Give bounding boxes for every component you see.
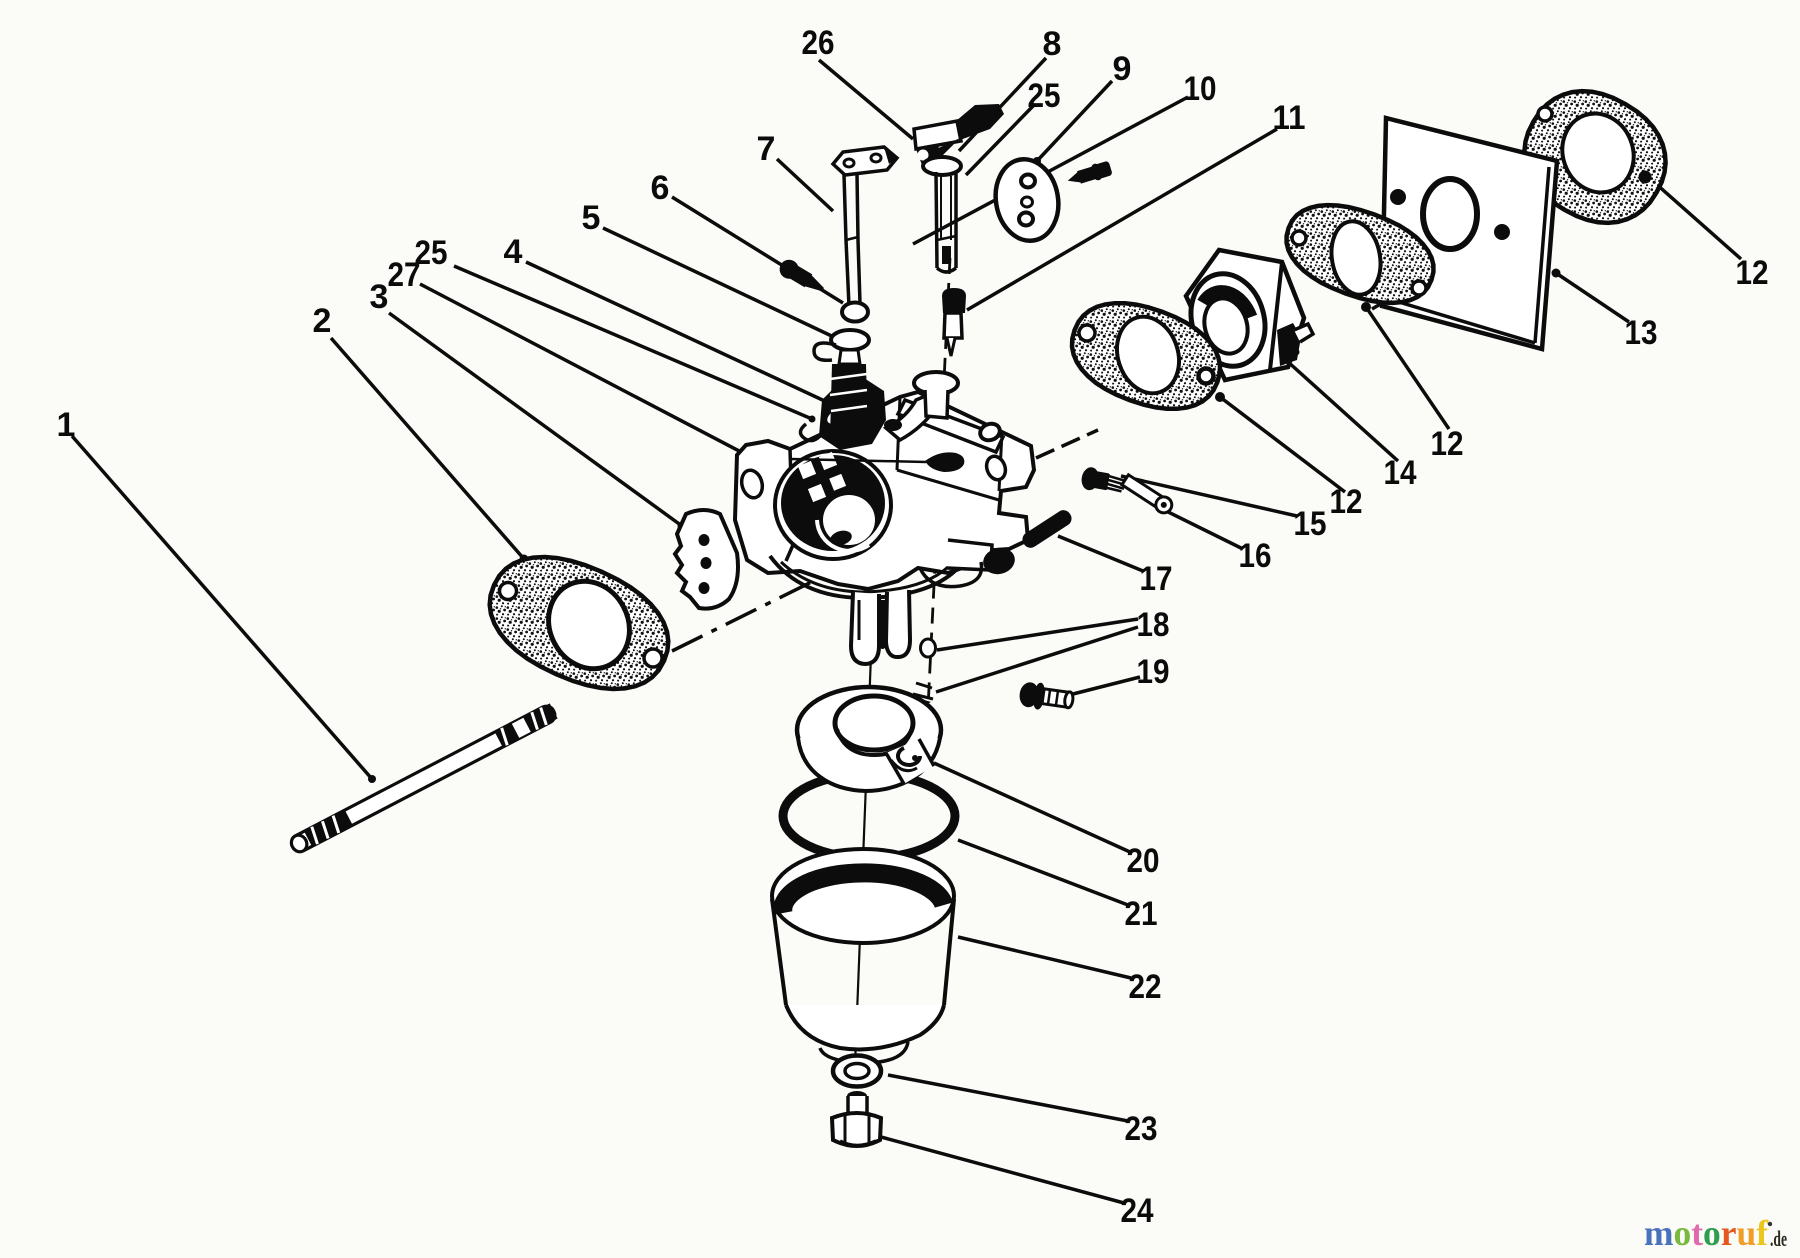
- svg-text:19: 19: [1137, 653, 1170, 691]
- svg-text:25: 25: [415, 234, 448, 272]
- svg-text:21: 21: [1125, 895, 1158, 933]
- svg-text:motoruf: motoruf: [1644, 1213, 1769, 1253]
- svg-text:1: 1: [57, 406, 76, 444]
- svg-text:18: 18: [1137, 606, 1170, 644]
- svg-text:2: 2: [313, 302, 332, 340]
- svg-text:24: 24: [1121, 1192, 1154, 1230]
- svg-text:6: 6: [651, 169, 670, 207]
- svg-text:9: 9: [1113, 50, 1132, 88]
- svg-text:7: 7: [757, 130, 776, 168]
- svg-text:5: 5: [582, 199, 601, 237]
- svg-text:.de: .de: [1770, 1226, 1787, 1251]
- svg-text:12: 12: [1431, 425, 1464, 463]
- svg-text:27: 27: [388, 256, 421, 294]
- svg-text:17: 17: [1140, 560, 1173, 598]
- svg-text:16: 16: [1239, 537, 1272, 575]
- svg-text:25: 25: [1028, 77, 1061, 115]
- svg-text:4: 4: [504, 233, 523, 271]
- svg-text:20: 20: [1127, 842, 1160, 880]
- svg-text:11: 11: [1273, 99, 1306, 137]
- svg-text:12: 12: [1330, 483, 1363, 521]
- svg-text:12: 12: [1736, 254, 1769, 292]
- svg-text:10: 10: [1184, 70, 1217, 108]
- svg-text:3: 3: [370, 278, 389, 316]
- svg-text:22: 22: [1129, 968, 1162, 1006]
- svg-text:13: 13: [1625, 314, 1658, 352]
- svg-text:14: 14: [1384, 454, 1417, 492]
- svg-text:23: 23: [1125, 1110, 1158, 1148]
- svg-text:8: 8: [1043, 25, 1062, 63]
- svg-text:15: 15: [1294, 505, 1327, 543]
- svg-text:26: 26: [802, 24, 835, 62]
